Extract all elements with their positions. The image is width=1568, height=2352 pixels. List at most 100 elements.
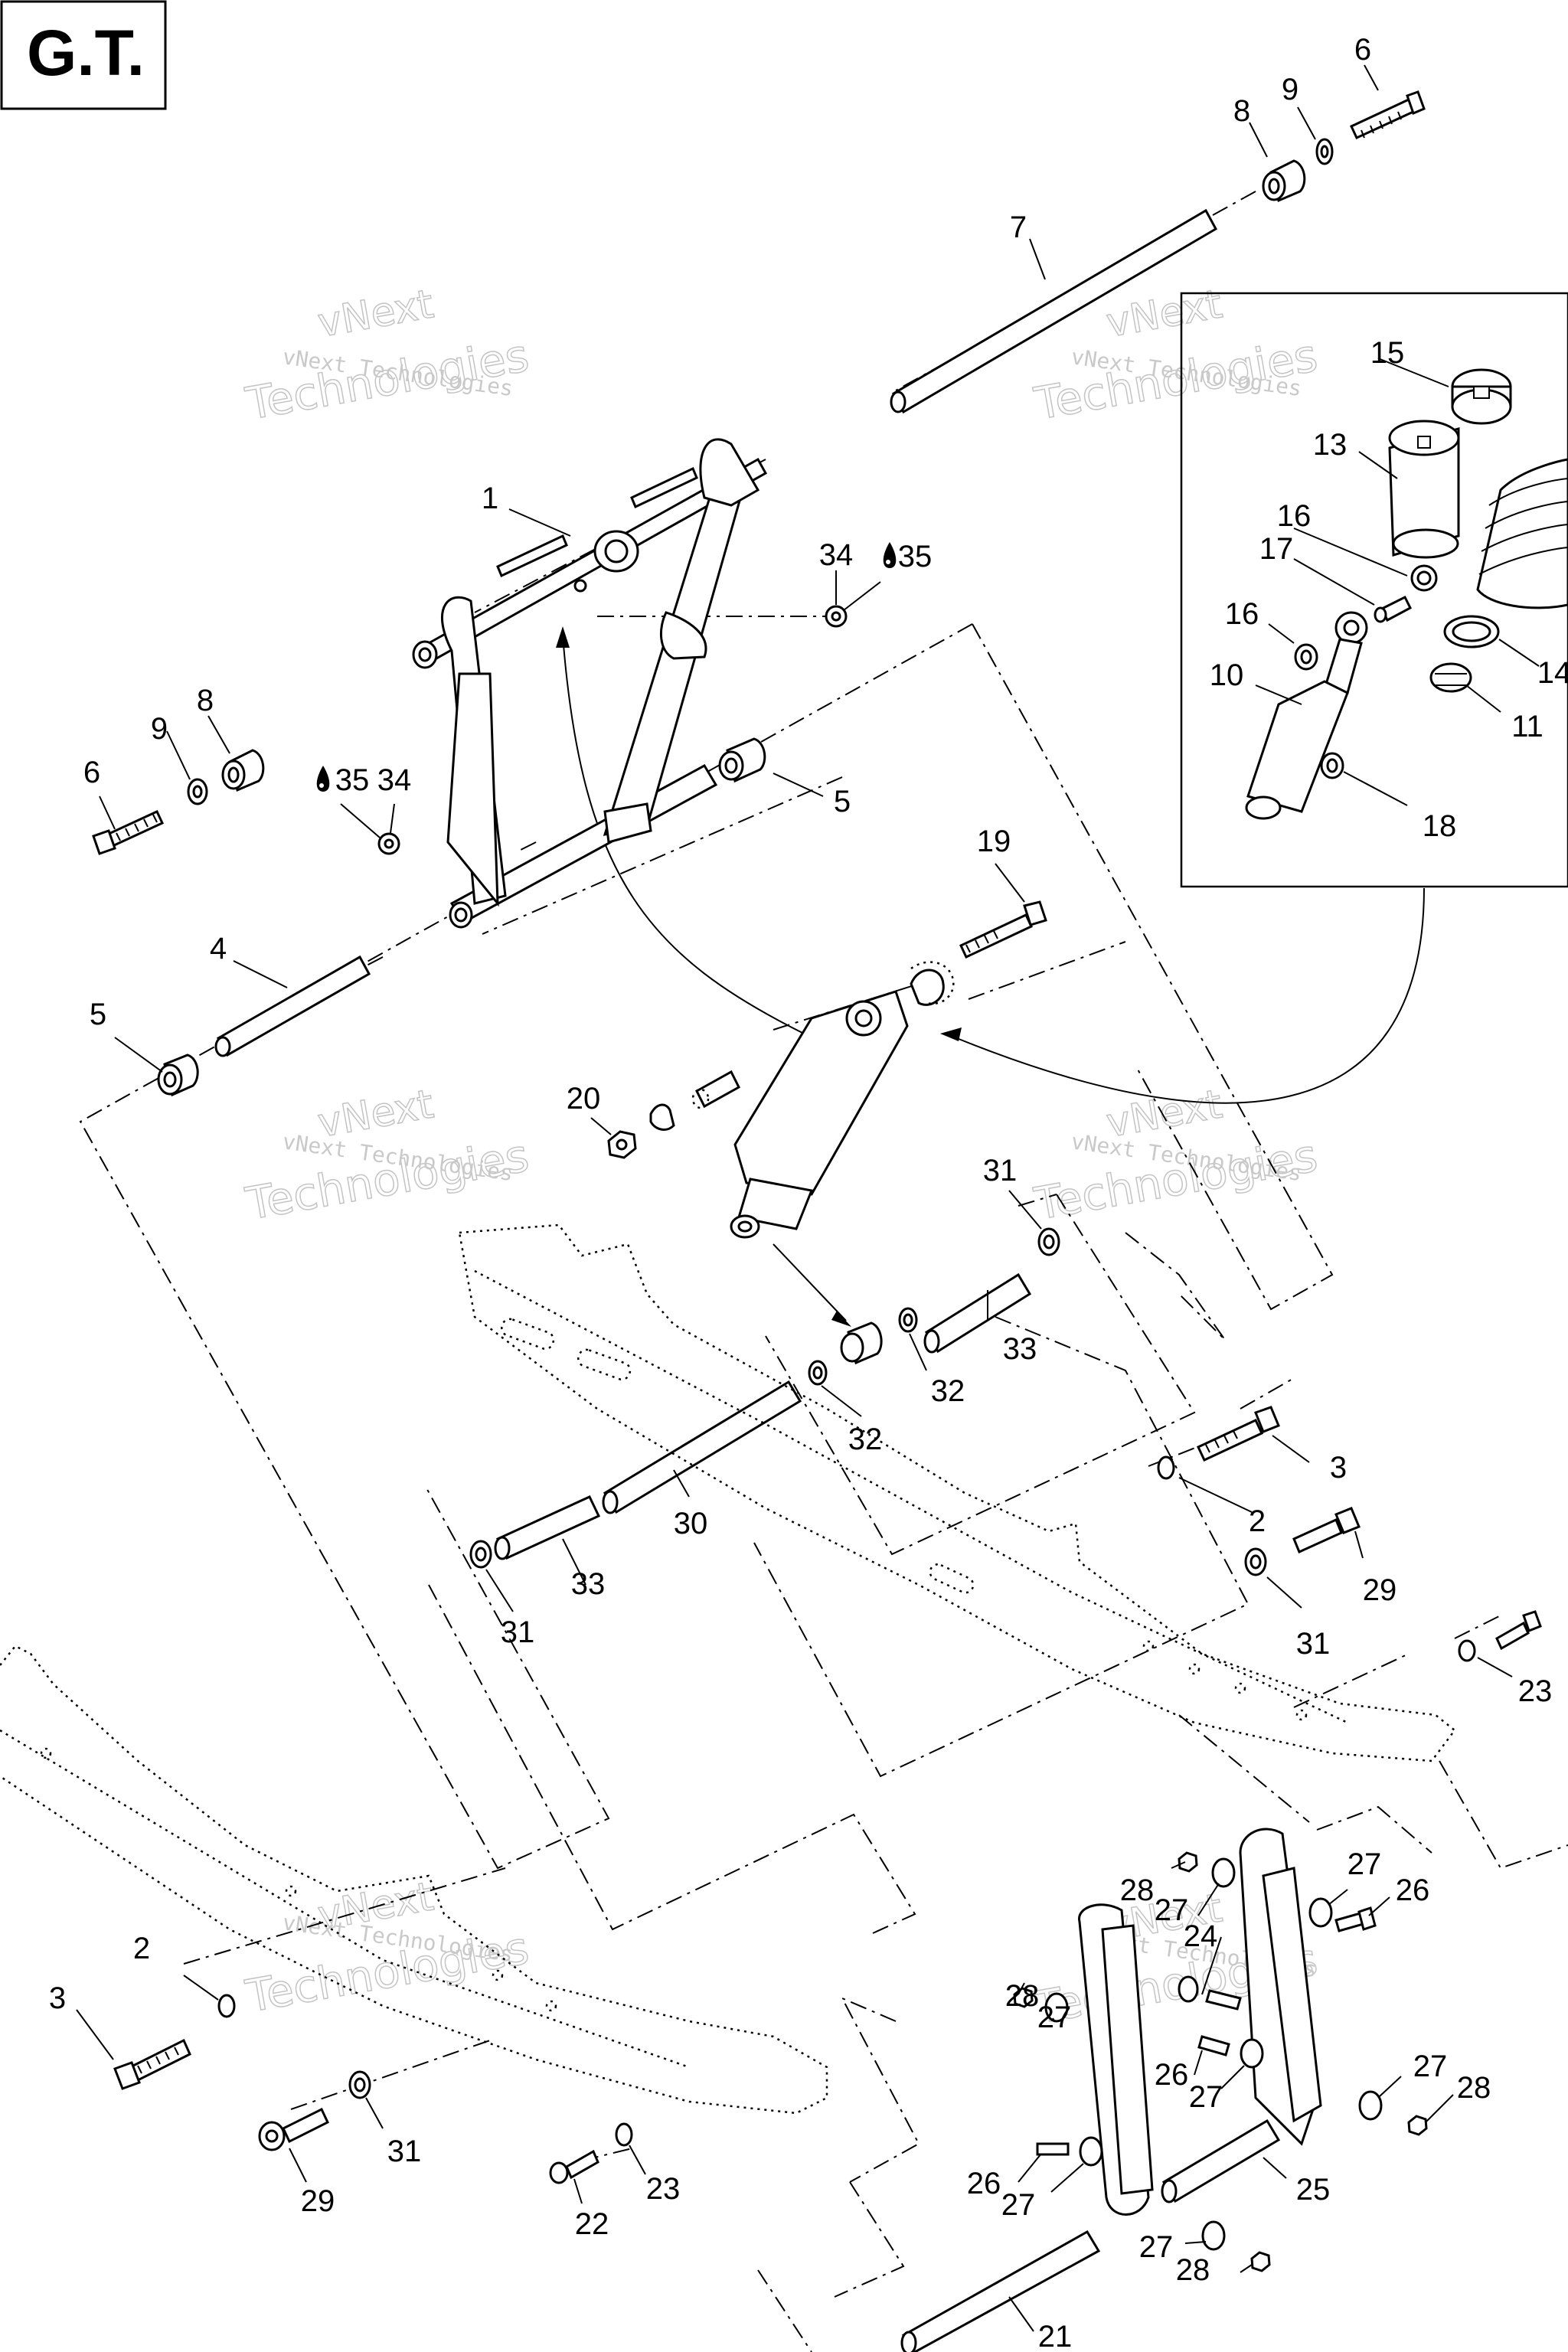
right-washer-31 [1244,1547,1267,1576]
callout-31: 31 [1296,1627,1331,1661]
alignment-lines [79,191,1568,2352]
right-rail-ghost [458,1223,1456,1762]
callout-29: 29 [1363,1573,1397,1607]
callout-35: 35 [898,540,933,573]
callout-17: 17 [1259,532,1294,566]
callout-32: 32 [931,1374,965,1408]
right-bolt-3 [1197,1406,1280,1462]
callout-18: 18 [1423,809,1457,843]
callout-26: 26 [1155,2058,1189,2092]
callout-27: 27 [1139,2230,1174,2264]
callout-27: 27 [1413,2050,1448,2083]
part-labels: 6 9 8 7 15 13 16 17 16 10 11 14 18 1 34 … [49,33,1568,2352]
model-badge-text: G.T. [27,17,145,89]
cross-shaft [602,1380,802,1514]
grease-fitting-lower [377,832,400,855]
model-badge: G.T. [0,0,167,110]
callout-24: 24 [1184,1919,1218,1953]
inset-washer-14 [1443,615,1500,648]
inset-spring-12 [1476,458,1568,609]
callout-22: 22 [575,2207,609,2241]
callout-27: 27 [1037,2001,1072,2034]
callout-5: 5 [90,998,106,1031]
upper-shaft [890,208,1218,414]
left-bolt [92,810,164,855]
callout-3: 3 [1330,1451,1347,1485]
callout-31: 31 [501,1615,535,1649]
callout-9: 9 [1282,73,1298,106]
callout-14: 14 [1537,656,1568,690]
callout-30: 30 [674,1507,708,1540]
callout-27: 27 [1155,1893,1189,1927]
watermark-top-left: vNext Technologies [241,281,533,431]
right-washer-2 [1157,1455,1175,1480]
inset-collar-11 [1429,662,1472,693]
watermark-top-right: vNext Technologies [1030,281,1321,431]
callout-27: 27 [1348,1847,1382,1881]
linkage-arm-rear [1239,1828,1322,2146]
suspension-arm [412,438,768,929]
callout-2: 2 [133,1932,150,1965]
callout-3: 3 [49,1981,66,2015]
inset-retainer-15 [1451,368,1512,425]
right-bushing [718,737,766,783]
left-bolt-22 [549,2149,599,2184]
callout-27: 27 [1189,2080,1223,2114]
left-spacer-washer [469,1540,492,1569]
svg-text:vNext: vNext [1103,281,1226,346]
callout-29: 29 [301,2184,335,2218]
callout-32: 32 [848,1423,883,1456]
callout-26: 26 [1396,1873,1430,1907]
callout-23: 23 [1518,1674,1553,1708]
callout-34: 34 [377,763,412,797]
lower-spacer-washer [1037,1227,1060,1256]
callout-16: 16 [1277,499,1312,533]
callout-31: 31 [983,1154,1018,1187]
callout-26: 26 [967,2167,1001,2200]
callout-28: 28 [1005,1979,1040,2013]
shock-nut [607,1130,637,1159]
callout-21: 21 [1038,2320,1073,2352]
callout-33: 33 [1003,1332,1037,1366]
callout-6: 6 [83,756,100,789]
linkage-arm-front [1078,1903,1154,2216]
lower-washer-b [808,1360,828,1386]
callout-10: 10 [1210,658,1244,692]
callout-15: 15 [1370,336,1405,370]
right-bolt-29 [1292,1507,1361,1554]
callout-28: 28 [1176,2253,1210,2287]
lower-spacer-tube [923,1272,1032,1354]
callout-16: 16 [1225,597,1259,631]
leader-lines [76,64,1540,2332]
callout-27: 27 [1001,2188,1036,2222]
linkage-hardware [1013,1851,1428,2272]
grease-fitting-upper [825,605,848,628]
lower-bushing [840,1321,883,1365]
callout-1: 1 [482,482,498,515]
shock-detail-inset [1180,292,1568,888]
callout-13: 13 [1313,428,1348,462]
callout-20: 20 [567,1082,601,1116]
callout-19: 19 [977,825,1011,858]
callout-8: 8 [197,684,214,717]
shock-upper-sleeve [649,1070,740,1131]
shock-absorber [730,961,955,1239]
inset-spacer-17 [1374,595,1412,623]
callout-23: 23 [646,2172,681,2206]
drop-icon [883,542,897,568]
reference-arrows [556,626,1425,1327]
inset-bumper-13 [1388,420,1460,559]
svg-text:vNext: vNext [315,281,437,346]
callout-7: 7 [1010,211,1027,244]
lower-washer-a [898,1307,918,1333]
callout-4: 4 [210,932,227,965]
linkage-bottom-shaft [900,2230,1101,2352]
callout-33: 33 [571,1567,606,1601]
lower-left-shaft [214,955,371,1057]
inset-bushing-16b [1294,643,1318,671]
right-bolt-23 [1458,1610,1542,1662]
lower-left-bushing [157,1054,199,1097]
left-washer-23 [615,2122,633,2147]
linkage-cross-tube [1161,2118,1281,2203]
